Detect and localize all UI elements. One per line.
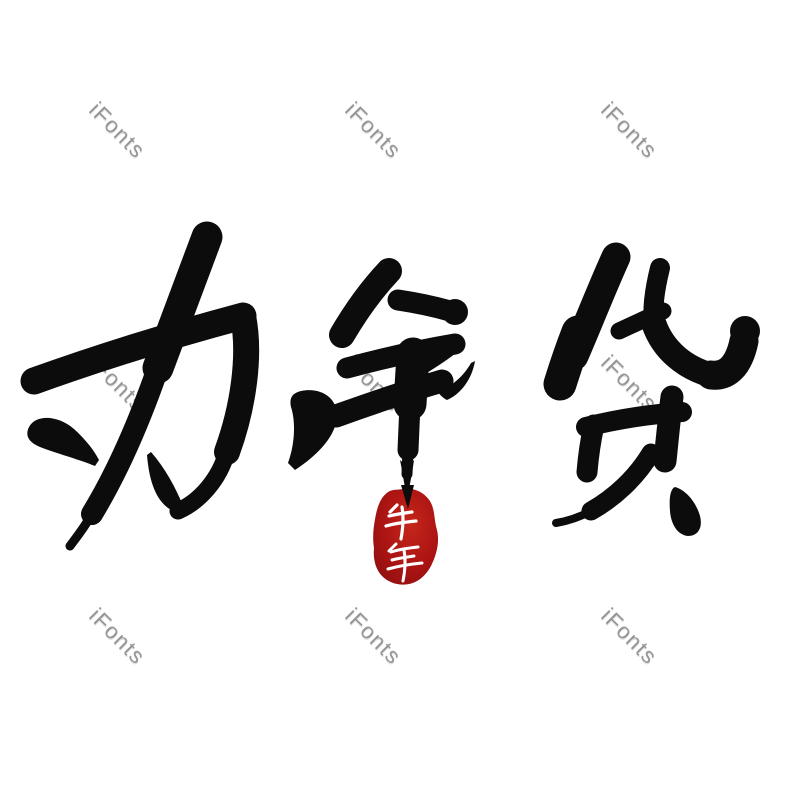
nian-stroke-tail (401, 485, 414, 509)
seal-stamp (373, 485, 439, 585)
char-ban (20, 221, 337, 551)
char-nian (324, 258, 475, 501)
char-huo (543, 242, 760, 536)
seal-text-nian (386, 542, 424, 583)
seal-text-niu (384, 503, 418, 541)
